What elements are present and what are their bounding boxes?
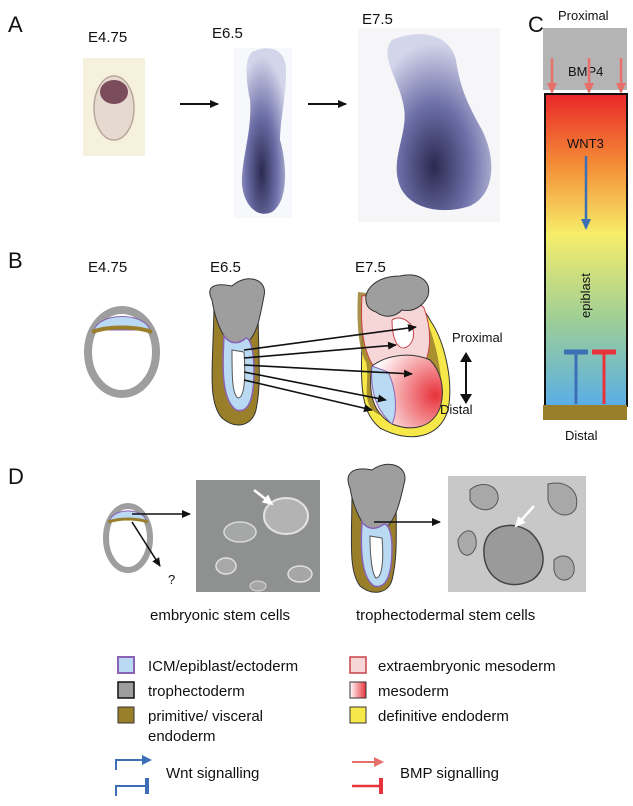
panel-label-d: D (8, 464, 24, 489)
legend-label-trophectoderm: trophectoderm (148, 683, 245, 700)
wnt-inhibition-bar-icon (115, 778, 149, 796)
legend-swatch-definitive-endoderm (349, 706, 367, 724)
gastrula-e75 (357, 274, 451, 438)
panel-label-b: B (8, 248, 23, 273)
tsc-micrograph (448, 476, 586, 592)
egg-cylinder-e65 (209, 278, 265, 426)
legend-swatch-extraembryonic-mesoderm (349, 656, 367, 674)
panel-label-a: A (8, 12, 23, 37)
wnt-activation-arrow-icon (115, 755, 152, 770)
stage-label-b-e75: E7.5 (355, 259, 386, 276)
blastocyst-diagram-d (103, 503, 153, 573)
esc-micrograph (196, 480, 320, 592)
unknown-derivation-mark: ? (168, 572, 175, 587)
legend-swatch-trophectoderm (117, 681, 135, 699)
legend-label-icm: ICM/epiblast/ectoderm (148, 658, 298, 675)
stage-label-b-e475: E4.75 (88, 259, 127, 276)
axis-proximal-label-b: Proximal (452, 330, 503, 345)
wnt-inhibitor-symbol-c (564, 349, 588, 404)
legend: ICM/epiblast/ectoderm trophectoderm prim… (115, 656, 556, 796)
embryo-photo-e65 (234, 48, 292, 218)
legend-swatch-visceral-endoderm (117, 706, 135, 724)
legend-label-visceral-endoderm-2: endoderm (148, 728, 216, 745)
esc-caption: embryonic stem cells (150, 607, 290, 624)
legend-label-visceral-endoderm-1: primitive/ visceral (148, 708, 263, 725)
bmp-activation-arrow-icon (352, 757, 384, 767)
bmp4-label: BMP4 (568, 64, 603, 79)
epiblast-label-c: epiblast (578, 273, 593, 318)
legend-swatch-mesoderm (349, 681, 367, 699)
stage-label-a-e65: E6.5 (212, 25, 243, 42)
legend-label-wnt: Wnt signalling (166, 765, 259, 782)
proximal-label-c: Proximal (558, 8, 609, 23)
axis-distal-label-b: Distal (440, 402, 473, 417)
lineage-arrow-1 (243, 324, 417, 351)
lineage-arrow-5 (243, 379, 373, 413)
bmp-inhibitor-symbol-c (592, 349, 616, 404)
lineage-arrow-3 (243, 364, 413, 378)
embryo-photo-e75 (358, 28, 500, 222)
stage-label-a-e75: E7.5 (362, 11, 393, 28)
legend-label-mesoderm: mesoderm (378, 683, 449, 700)
stage-label-b-e65: E6.5 (210, 259, 241, 276)
distal-endoderm-block (543, 405, 627, 420)
legend-swatch-icm (117, 656, 135, 674)
stage-label-a-e475: E4.75 (88, 29, 127, 46)
panel-label-c: C (528, 12, 544, 37)
tsc-caption: trophectodermal stem cells (356, 607, 535, 624)
legend-label-definitive-endoderm: definitive endoderm (378, 708, 509, 725)
bmp4-extraembryonic-block (543, 28, 627, 90)
legend-label-bmp: BMP signalling (400, 765, 499, 782)
e65-egg-cylinder-d (347, 463, 406, 593)
lineage-arrow-2 (243, 341, 397, 359)
unknown-derivation-arrow (131, 521, 161, 567)
blastocyst-diagram-b (84, 306, 160, 398)
legend-label-extraembryonic-mesoderm: extraembryonic mesoderm (378, 658, 556, 675)
wnt3-label: WNT3 (567, 136, 604, 151)
proximal-distal-axis-arrow (460, 352, 472, 404)
distal-label-c: Distal (565, 428, 598, 443)
lineage-arrow-4 (243, 371, 387, 403)
embryo-photo-e475 (83, 58, 145, 156)
bmp-inhibition-bar-icon (352, 778, 383, 794)
